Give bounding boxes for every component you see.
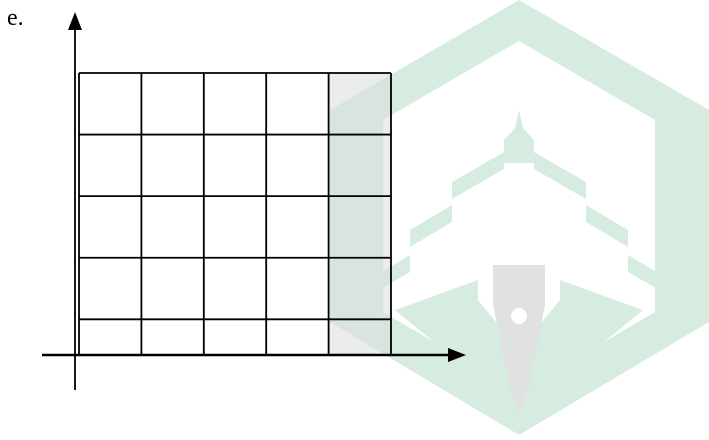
y-axis-arrowhead	[68, 12, 82, 30]
shaded-column	[329, 73, 391, 355]
item-label: e.	[7, 6, 24, 30]
watermark-pen-hole	[511, 308, 527, 324]
